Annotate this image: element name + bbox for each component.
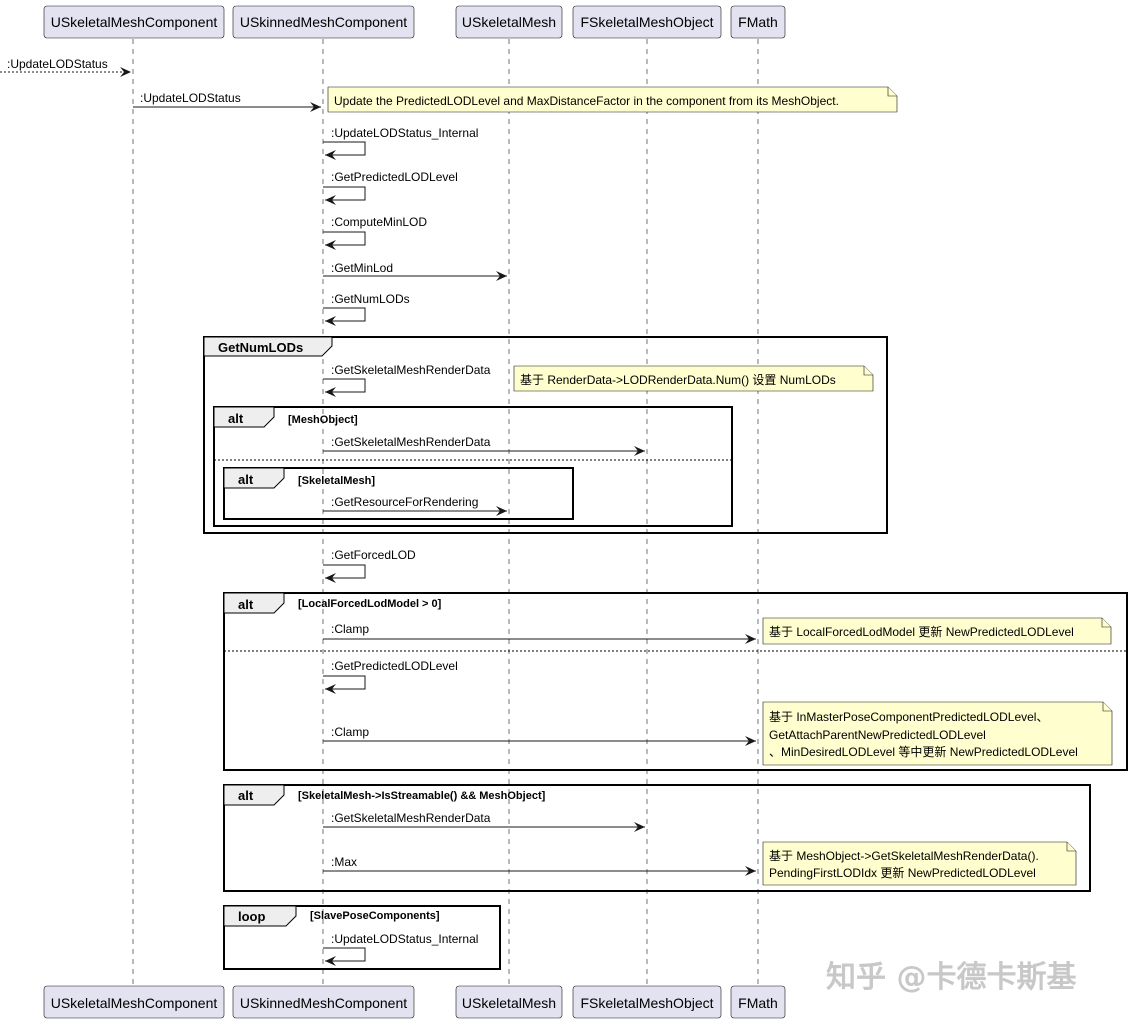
note-pendingfirstlodidx: 基于 MeshObject->GetSkeletalMeshRenderData… — [762, 841, 1077, 886]
message-self-getskeletalmeshrenderdata: :GetSkeletalMeshRenderData — [323, 363, 491, 397]
note-line: 基于 RenderData->LODRenderData.Num() 设置 Nu… — [520, 373, 836, 387]
frame-keyword: GetNumLODs — [218, 340, 303, 355]
participant-top-fmath: FMath — [730, 5, 786, 39]
message-getminlod: :GetMinLod — [323, 261, 507, 281]
note-line: 、MinDesiredLODLevel 等中更新 NewPredictedLOD… — [769, 744, 1078, 759]
message-label: :GetForcedLOD — [331, 548, 416, 562]
participant-label: USkeletalMesh — [462, 14, 556, 30]
message-label: :UpdateLODStatus_Internal — [331, 126, 478, 140]
frame-keyword: loop — [238, 909, 265, 924]
message-self-updatelodstatus-internal: :UpdateLODStatus_Internal — [323, 126, 478, 160]
participant-bottom-uskeletalmeshcomponent: USkeletalMeshComponent — [43, 985, 225, 1019]
message-self-getpredictedlodlevel-else: :GetPredictedLODLevel — [323, 659, 458, 694]
note-localforcedlodmodel: 基于 LocalForcedLodModel 更新 NewPredictedLO… — [762, 617, 1112, 645]
frame-alt-localforcedlodmodel: alt [LocalForcedLodModel > 0] — [223, 592, 1128, 771]
participant-label: USkeletalMeshComponent — [51, 995, 218, 1011]
participant-bottom-fskeletalmeshobject: FSkeletalMeshObject — [572, 985, 722, 1019]
participant-label: USkeletalMesh — [462, 995, 556, 1011]
message-label: :GetMinLod — [331, 261, 393, 275]
frame-guard: [SkeletalMesh] — [298, 475, 375, 487]
note-update-predicted-lod: Update the PredictedLODLevel and MaxDist… — [327, 86, 898, 113]
participant-label: FSkeletalMeshObject — [580, 995, 713, 1011]
frame-keyword: alt — [238, 472, 254, 487]
participant-label: USkinnedMeshComponent — [240, 995, 407, 1011]
frame-keyword: alt — [238, 788, 254, 803]
watermark: 知乎 @卡德卡斯基 — [826, 960, 1076, 995]
frame-guard: [LocalForcedLodModel > 0] — [298, 598, 442, 610]
message-updatelodstatus: :UpdateLODStatus — [133, 91, 321, 112]
message-label: :UpdateLODStatus — [140, 91, 241, 105]
note-line: 基于 MeshObject->GetSkeletalMeshRenderData… — [769, 849, 1039, 863]
message-label: :GetSkeletalMeshRenderData — [331, 435, 491, 449]
message-label: :GetResourceForRendering — [331, 495, 478, 509]
message-label: :Max — [331, 855, 357, 869]
message-self-updatelodstatus-internal-loop: :UpdateLODStatus_Internal — [323, 932, 478, 966]
participant-label: FSkeletalMeshObject — [580, 14, 713, 30]
message-getskeletalmeshrenderdata-streamable: :GetSkeletalMeshRenderData — [323, 811, 645, 832]
message-label: :GetSkeletalMeshRenderData — [331, 811, 491, 825]
message-label: :UpdateLODStatus — [7, 57, 108, 71]
message-label: :Clamp — [331, 622, 369, 636]
note-line: 基于 InMasterPoseComponentPredictedLODLeve… — [769, 710, 1048, 724]
frame-alt-meshobject: alt [MeshObject] — [213, 406, 733, 527]
message-label: :ComputeMinLOD — [331, 215, 427, 229]
message-getresourceforrendering: :GetResourceForRendering — [323, 495, 507, 516]
participant-bottom-fmath: FMath — [730, 985, 786, 1019]
participant-label: USkeletalMeshComponent — [51, 14, 218, 30]
message-label: :Clamp — [331, 725, 369, 739]
message-self-getforcedlod: :GetForcedLOD — [323, 548, 416, 583]
participant-label: FMath — [738, 14, 778, 30]
participant-bottom-uskeletalmesh: USkeletalMesh — [455, 985, 563, 1019]
note-line: PendingFirstLODIdx 更新 NewPredictedLODLev… — [769, 865, 1036, 880]
participant-top-fskeletalmeshobject: FSkeletalMeshObject — [572, 5, 722, 39]
participant-label: USkinnedMeshComponent — [240, 14, 407, 30]
participant-label: FMath — [738, 995, 778, 1011]
message-getskeletalmeshrenderdata-meshobject: :GetSkeletalMeshRenderData — [323, 435, 645, 456]
message-self-getpredictedlodlevel: :GetPredictedLODLevel — [323, 170, 458, 205]
participant-top-uskeletalmesh: USkeletalMesh — [455, 5, 563, 39]
frame-guard: [MeshObject] — [288, 414, 358, 426]
message-label: :UpdateLODStatus_Internal — [331, 932, 478, 946]
participant-bottom-uskinnedmeshcomponent: USkinnedMeshComponent — [232, 985, 415, 1019]
participant-top-uskinnedmeshcomponent: USkinnedMeshComponent — [232, 5, 415, 39]
message-label: :GetNumLODs — [331, 292, 410, 306]
message-clamp-forced: :Clamp — [323, 622, 756, 644]
note-line: 基于 LocalForcedLodModel 更新 NewPredictedLO… — [769, 624, 1074, 639]
frame-alt-streamable: alt [SkeletalMesh->IsStreamable() && Mes… — [223, 784, 1091, 892]
message-label: :GetPredictedLODLevel — [331, 170, 458, 184]
message-clamp-else: :Clamp — [323, 725, 756, 746]
frame-keyword: alt — [238, 597, 254, 612]
note-line: GetAttachParentNewPredictedLODLevel — [769, 728, 986, 742]
frame-guard: [SlavePoseComponents] — [310, 910, 440, 922]
message-label: :GetPredictedLODLevel — [331, 659, 458, 673]
frame-alt-skeletalmesh: alt [SkeletalMesh] — [223, 467, 574, 520]
frame-keyword: alt — [228, 411, 244, 426]
note-line: Update the PredictedLODLevel and MaxDist… — [334, 94, 839, 108]
note-set-numlods: 基于 RenderData->LODRenderData.Num() 设置 Nu… — [513, 365, 874, 392]
message-updatelodstatus-incoming: :UpdateLODStatus — [0, 57, 131, 77]
participant-top-uskeletalmeshcomponent: USkeletalMeshComponent — [43, 5, 225, 39]
note-masterpose-predicted: 基于 InMasterPoseComponentPredictedLODLeve… — [762, 701, 1113, 766]
message-label: :GetSkeletalMeshRenderData — [331, 363, 491, 377]
message-self-getnumlods: :GetNumLODs — [323, 292, 410, 326]
frame-loop-slaveposecomponents: loop [SlavePoseComponents] — [223, 905, 501, 970]
frame-getnumlods: GetNumLODs — [203, 336, 888, 534]
frame-guard: [SkeletalMesh->IsStreamable() && MeshObj… — [298, 790, 546, 802]
message-self-computeminlod: :ComputeMinLOD — [323, 215, 427, 250]
message-max: :Max — [323, 855, 756, 876]
